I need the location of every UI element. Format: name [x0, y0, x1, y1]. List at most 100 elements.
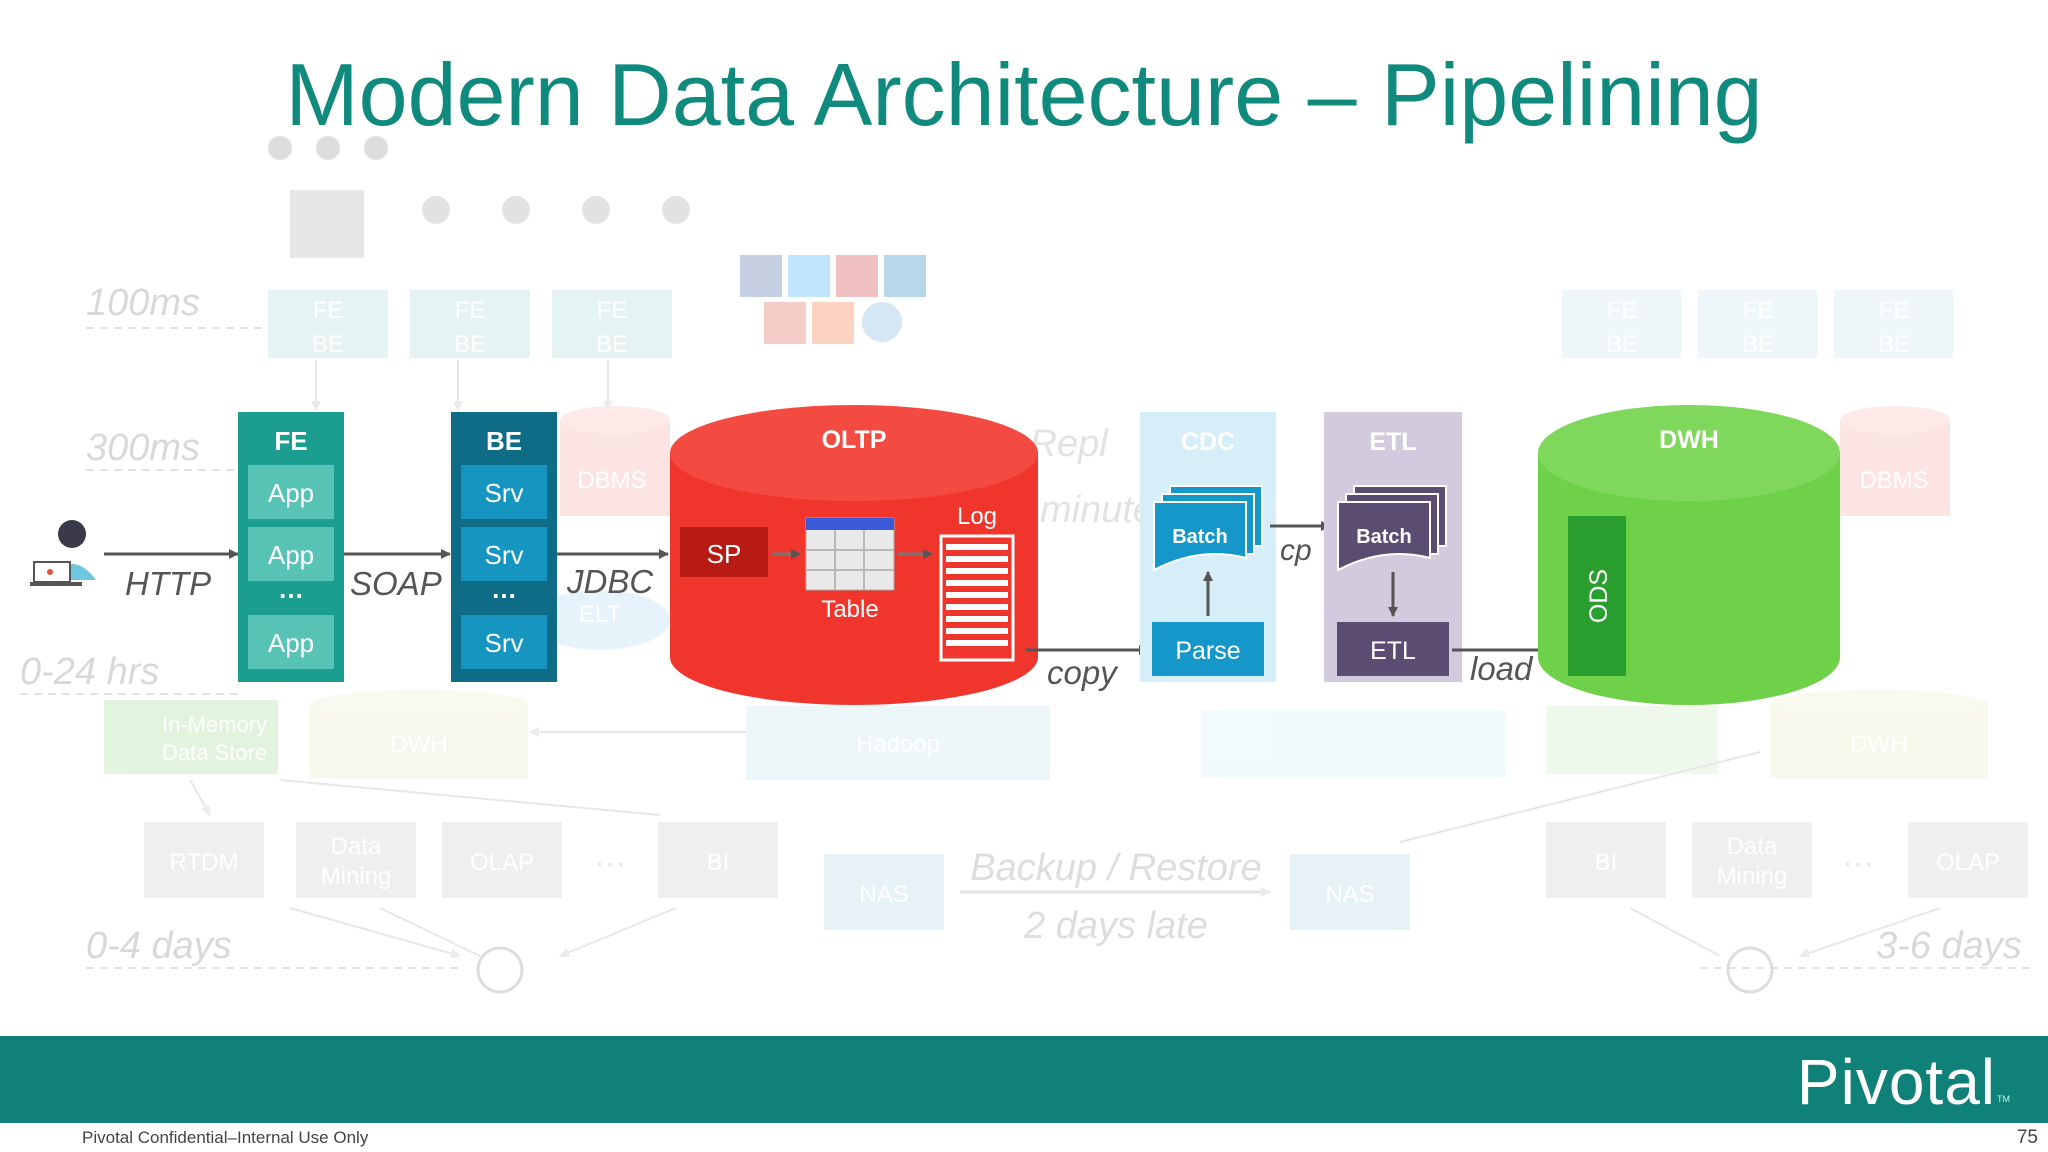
- ods-box: [1568, 516, 1626, 676]
- svg-text:OLAP: OLAP: [470, 849, 534, 876]
- fe-app-box: [248, 615, 334, 669]
- svg-text:BE: BE: [312, 331, 344, 358]
- fe-app-label: App: [268, 478, 314, 508]
- svg-text:DBMS: DBMS: [577, 467, 646, 494]
- svg-text:Data: Data: [1727, 833, 1778, 860]
- svg-text:BE: BE: [596, 331, 628, 358]
- cdc-block: CDC Batch Parse: [1140, 412, 1276, 682]
- sp-box: [680, 527, 768, 577]
- server-rack-icon: [290, 190, 364, 258]
- faded-dbms: DBMS DBMS: [560, 406, 1950, 516]
- jdbc-label: JDBC: [566, 563, 654, 600]
- be-srv-box: [461, 615, 547, 669]
- latency-0-24hrs: 0-24 hrs: [20, 651, 159, 693]
- fe-app-label: App: [268, 540, 314, 570]
- be-srv-box: [461, 527, 547, 581]
- faded-mining-text: Mining: [321, 863, 392, 890]
- faded-nas-right: NAS: [1325, 881, 1374, 908]
- table-label: Table: [821, 596, 878, 623]
- latency-3-6days: 3-6 days: [1876, 925, 2022, 967]
- fe-block: FE App App … App: [238, 412, 344, 682]
- users-group-icon: [268, 136, 388, 160]
- footer-bar: [0, 1036, 2048, 1123]
- svg-text:DBMS: DBMS: [1859, 467, 1928, 494]
- faded-in-memory: In-Memory: [162, 712, 267, 737]
- etl-block: ETL Batch ETL: [1324, 412, 1462, 682]
- table-icon: [805, 517, 895, 591]
- svg-text:FE: FE: [1743, 297, 1774, 324]
- faded-backup-delay: 2 days late: [1023, 905, 1208, 947]
- dwh-title: DWH: [1659, 426, 1719, 454]
- latency-300ms: 300ms: [86, 427, 200, 469]
- svg-text:FE: FE: [455, 297, 486, 324]
- faded-fe-be-boxes: FE BE FE BE FE BE FE BE FE BE FE BE: [268, 290, 1954, 358]
- svg-text:FE: FE: [1607, 297, 1638, 324]
- etl-batch-stack: [1337, 485, 1447, 572]
- http-label: HTTP: [125, 565, 211, 602]
- social-icons: [740, 255, 926, 344]
- svg-text:FE: FE: [1879, 297, 1910, 324]
- svg-text:FE: FE: [313, 297, 344, 324]
- ods-label: ODS: [1585, 569, 1613, 623]
- svg-text:BE: BE: [1878, 331, 1910, 358]
- people-icons: [422, 196, 690, 224]
- svg-text:RTDM: RTDM: [170, 849, 239, 876]
- be-block: BE Srv Srv … Srv: [451, 412, 557, 682]
- be-dots: …: [491, 574, 517, 604]
- cp-label: cp: [1280, 534, 1312, 567]
- trademark-mark: TM: [1997, 1094, 2010, 1104]
- parse-label: Parse: [1175, 637, 1240, 665]
- fe-dots: …: [278, 574, 304, 604]
- load-label: load: [1470, 650, 1534, 687]
- soap-label: SOAP: [350, 565, 442, 602]
- lightbulb-icon: [476, 946, 524, 994]
- svg-text:…: …: [593, 836, 627, 874]
- fe-app-box: [248, 465, 334, 519]
- oltp-title: OLTP: [822, 426, 887, 454]
- faded-backup: Backup / Restore: [970, 847, 1261, 889]
- faded-nas-left: NAS: [859, 881, 908, 908]
- svg-text:BE: BE: [454, 331, 486, 358]
- faded-analytics-boxes: RTDM Data Mining OLAP … BI BI Data Minin…: [144, 822, 2028, 898]
- faded-minute: minute: [1040, 489, 1154, 531]
- faded-hadoop: Hadoop: [856, 731, 940, 758]
- etl-label: ETL: [1370, 637, 1416, 665]
- cdc-title: CDC: [1181, 428, 1235, 456]
- slide-title: Modern Data Architecture – Pipelining: [285, 45, 1763, 144]
- page-number: 75: [2016, 1127, 2038, 1148]
- faded-data-store: Data Store: [162, 740, 267, 765]
- dwh-cylinder: DWH ODS: [1538, 405, 1840, 705]
- faded-dwh-left: DWH: [390, 731, 447, 758]
- confidential-notice: Pivotal Confidential–Internal Use Only: [82, 1128, 369, 1147]
- sp-label: SP: [707, 539, 742, 569]
- faded-elt: ELT: [579, 601, 622, 628]
- etl-title: ETL: [1369, 428, 1416, 456]
- fe-app-box: [248, 527, 334, 581]
- etl-batch-label: Batch: [1356, 526, 1412, 548]
- fe-app-label: App: [268, 628, 314, 658]
- be-srv-box: [461, 465, 547, 519]
- svg-text:BE: BE: [1606, 331, 1638, 358]
- svg-text:…: …: [1841, 836, 1875, 874]
- parse-box: [1152, 622, 1264, 676]
- be-title: BE: [486, 426, 522, 456]
- latency-100ms: 100ms: [86, 282, 200, 324]
- etl-box: [1337, 622, 1449, 676]
- log-icon: [939, 534, 1015, 662]
- cdc-batch-stack: [1153, 485, 1263, 572]
- faded-dwh-right: DWH: [1850, 731, 1907, 758]
- svg-text:Mining: Mining: [1717, 863, 1788, 890]
- be-srv-label: Srv: [485, 628, 524, 658]
- latency-0-4days: 0-4 days: [86, 925, 232, 967]
- copy-label: copy: [1047, 654, 1119, 691]
- user-laptop-icon: [30, 520, 96, 586]
- faded-data-text: Data: [331, 833, 382, 860]
- oltp-cylinder: OLTP SP Table Log: [670, 405, 1038, 705]
- svg-text:BI: BI: [707, 849, 730, 876]
- svg-text:OLAP: OLAP: [1936, 849, 2000, 876]
- log-label: Log: [957, 503, 997, 530]
- be-srv-label: Srv: [485, 478, 524, 508]
- svg-text:BE: BE: [1742, 331, 1774, 358]
- be-srv-label: Srv: [485, 540, 524, 570]
